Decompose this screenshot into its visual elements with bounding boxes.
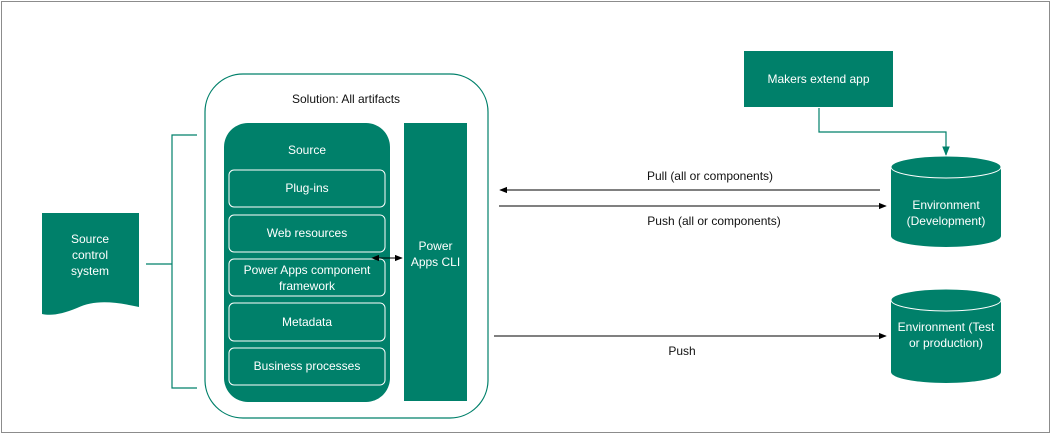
env-dev-label: Environment (Development) bbox=[906, 198, 986, 228]
env-test-label: Environment (Test or production) bbox=[897, 320, 995, 350]
source-item-metadata: Metadata bbox=[281, 315, 333, 329]
makers-box bbox=[744, 51, 893, 107]
source-item-web-resources: Web resources bbox=[266, 226, 348, 240]
makers-label: Makers extend app bbox=[767, 72, 870, 86]
source-item-plugins: Plug-ins bbox=[285, 181, 329, 195]
bracket bbox=[146, 134, 197, 389]
env-test-cylinder bbox=[890, 288, 1002, 383]
env-dev-cylinder bbox=[890, 155, 1002, 247]
cli-label: Power Apps CLI bbox=[410, 239, 461, 269]
source-item-plugins-box bbox=[228, 169, 386, 208]
source-item-business-processes: Business processes bbox=[253, 359, 361, 373]
solution-title: Solution: All artifacts bbox=[291, 92, 401, 106]
push-test-label: Push bbox=[668, 344, 696, 358]
makers-to-env-connector bbox=[818, 108, 950, 156]
source-control-label: Source control system bbox=[70, 232, 110, 278]
source-item-pcf-box bbox=[228, 258, 386, 297]
source-control-shape bbox=[42, 213, 139, 315]
source-title: Source bbox=[287, 143, 327, 157]
source-item-web-resources-box bbox=[228, 214, 386, 253]
pull-label: Pull (all or components) bbox=[646, 169, 774, 183]
source-item-pcf: Power Apps component framework bbox=[243, 263, 371, 293]
source-item-business-processes-box bbox=[228, 347, 386, 386]
cli-box bbox=[404, 123, 467, 401]
push-dev-label: Push (all or components) bbox=[647, 214, 781, 228]
source-item-metadata-box bbox=[228, 302, 386, 342]
